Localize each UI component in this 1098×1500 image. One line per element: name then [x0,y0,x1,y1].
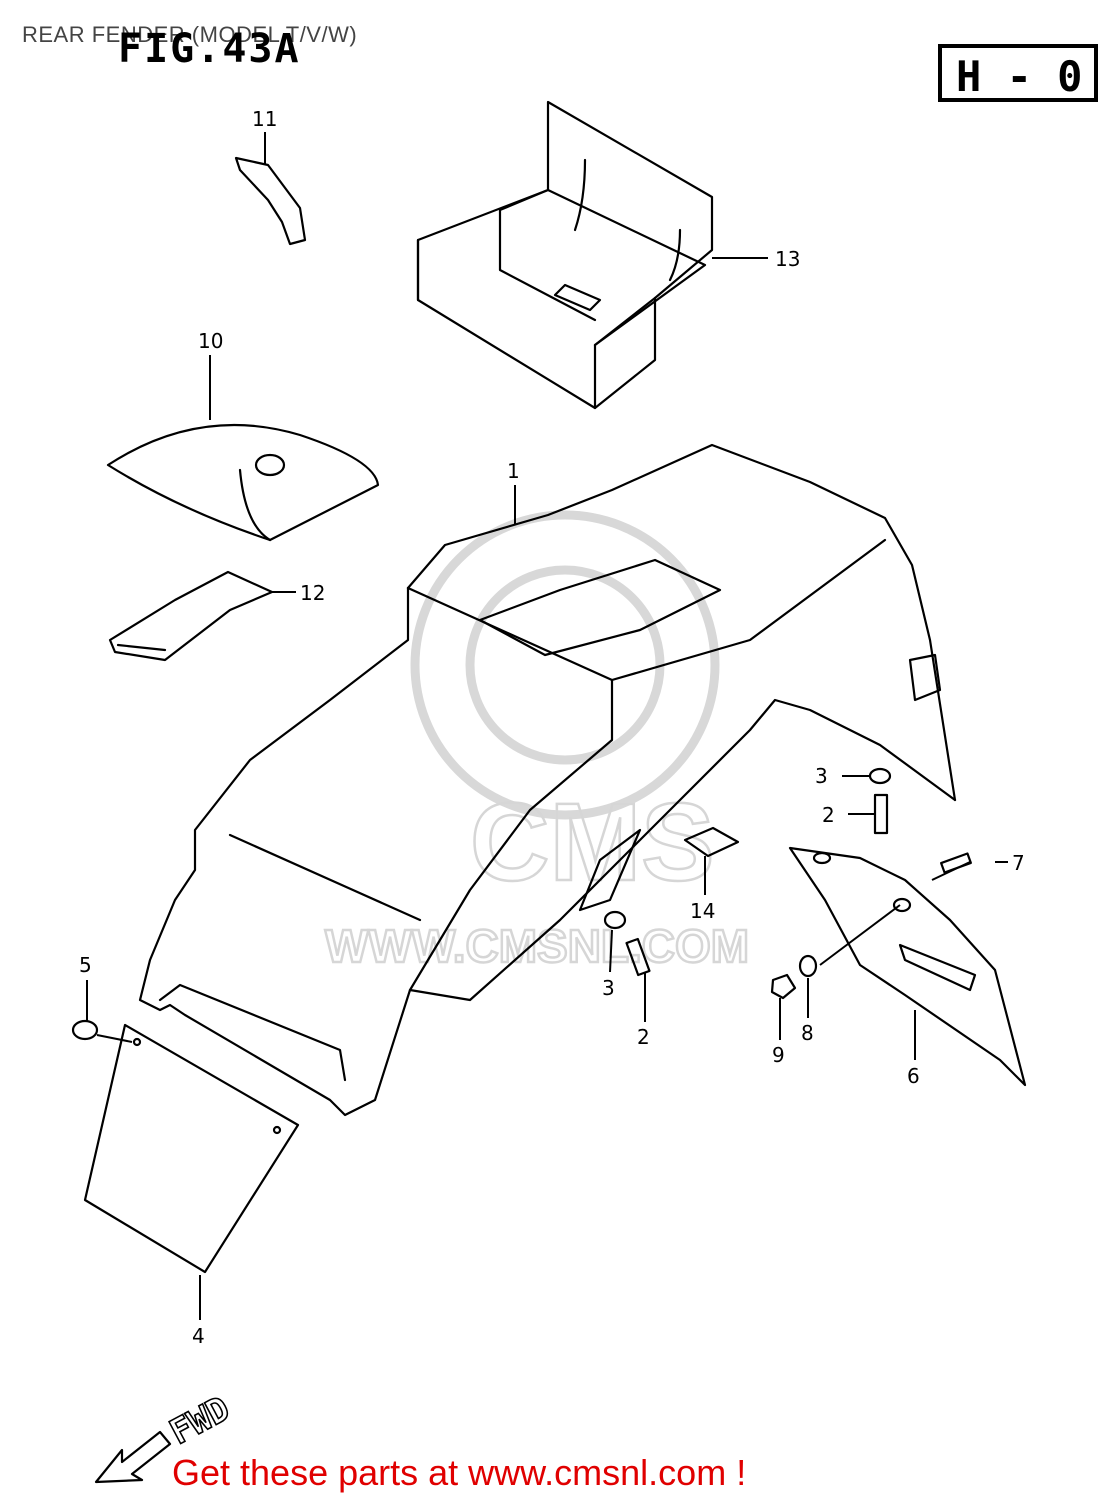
callout-7: 7 [1012,851,1025,875]
callout-6: 6 [907,1064,920,1088]
callout-1: 1 [507,459,520,483]
callout-10: 10 [198,329,223,353]
leader-lines [86,132,1008,1320]
callout-5: 5 [79,953,92,977]
callout-2-lower: 2 [637,1025,650,1049]
watermark-ring [410,510,720,820]
part-2-bolt-lower [625,937,651,977]
watermark-url: WWW.CMSNL.COM [325,920,749,972]
callout-3-lower: 3 [602,976,615,1000]
part-4-plate [83,1023,300,1274]
part-6-side-cover [788,846,1027,1087]
part-2-bolt-upper [873,793,889,835]
watermark-inner-ring [465,565,665,765]
watermark-logo: CMS [470,781,714,904]
footer-link[interactable]: Get these parts at www.cmsnl.com ! [172,1452,747,1493]
callout-4: 4 [192,1324,205,1348]
forward-label: FWD [163,1389,236,1453]
callout-3-upper: 3 [815,764,828,788]
page-code-box: H - 0 [938,44,1098,102]
part-13-tray [416,100,714,410]
page-code: H - 0 [956,52,1083,101]
callout-8: 8 [801,1021,814,1045]
exploded-parts-diagram: CMS WWW.CMSNL.COM [71,100,1027,1484]
part-8-washer [798,954,818,978]
callout-9: 9 [772,1043,785,1067]
part-10-cover [106,423,380,542]
cms-watermark: CMS WWW.CMSNL.COM [324,510,750,973]
figure-label: FIG.43A [118,26,301,72]
callout-11: 11 [252,107,277,131]
callout-12: 12 [300,581,325,605]
part-12-strap [108,570,274,662]
callout-2-upper: 2 [822,803,835,827]
part-14-tag [683,826,740,858]
forward-arrow-icon [94,1430,172,1484]
part-5-grommet [71,1019,99,1041]
part-9-nut [770,973,797,1000]
callout-14: 14 [690,899,715,923]
callout-13: 13 [775,247,800,271]
part-1-rear-fender [138,443,957,1117]
page-title: REAR FENDER (MODEL T/V/W) [22,22,358,47]
callout-labels: 1 2 2 3 3 4 5 6 7 8 9 10 11 12 13 14 [79,107,1025,1348]
part-3-nut-upper [868,767,892,785]
part-11-bracket [234,156,307,246]
part-3-nut-lower [603,910,627,930]
